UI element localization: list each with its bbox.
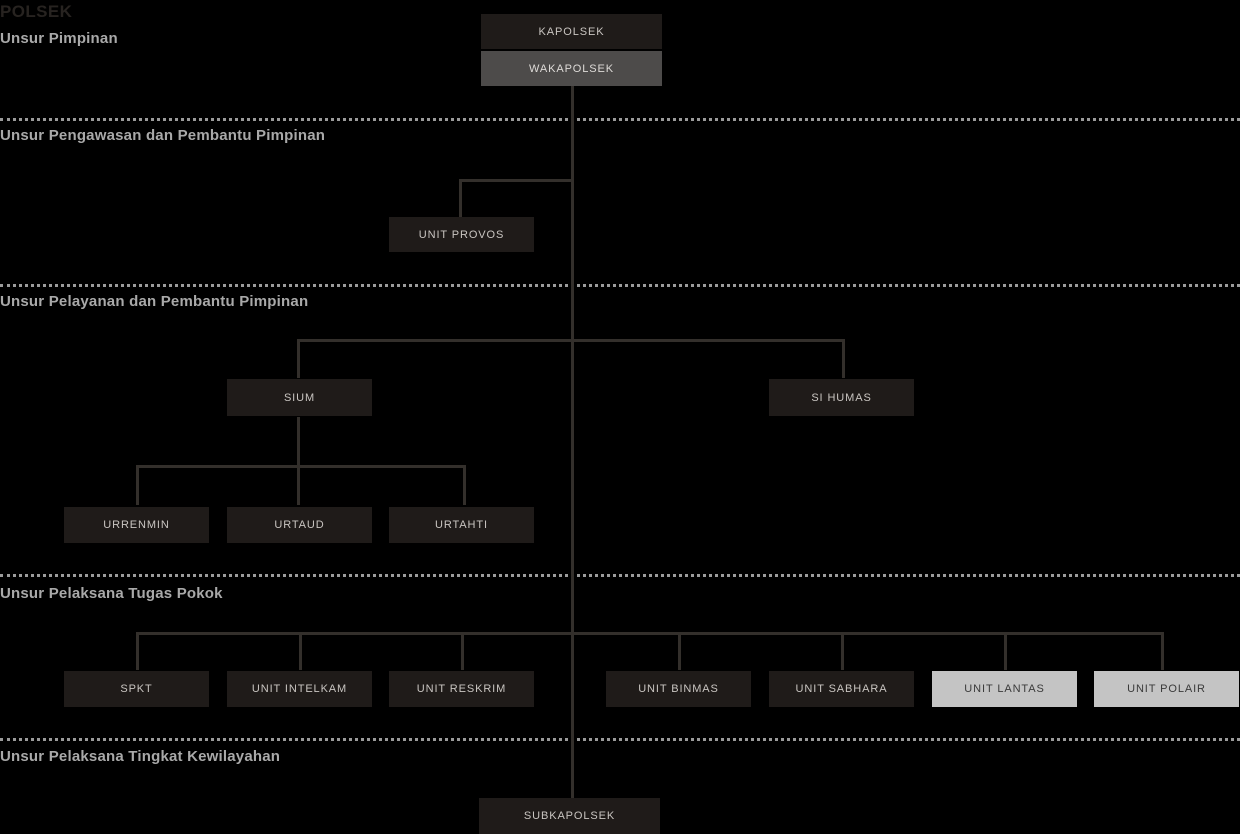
connector-sium-drop — [297, 339, 300, 378]
node-unit-sabhara[interactable]: UNIT SABHARA — [769, 671, 914, 707]
connector-polair-drop — [1161, 632, 1164, 670]
node-unit-sabhara-label: UNIT SABHARA — [795, 683, 888, 695]
node-urtahti[interactable]: URTAHTI — [389, 507, 534, 543]
node-sium-label: SIUM — [283, 391, 316, 404]
connector-lantas-drop — [1004, 632, 1007, 670]
connector-main-trunk — [571, 85, 574, 800]
node-si-humas-label: SI HUMAS — [811, 391, 872, 404]
connector-reskrim-drop — [461, 632, 464, 670]
node-unit-binmas[interactable]: UNIT BINMAS — [606, 671, 751, 707]
connector-provos-drop — [459, 179, 462, 217]
connector-sabhara-drop — [841, 632, 844, 670]
section-divider-3 — [0, 574, 1240, 577]
node-unit-provos-label: UNIT PROVOS — [418, 228, 505, 241]
connector-intelkam-drop — [299, 632, 302, 670]
connector-pelayanan-bus — [299, 339, 845, 342]
page-title: POLSEK — [0, 2, 73, 21]
connector-sihumas-drop — [842, 339, 845, 378]
connector-binmas-drop — [678, 632, 681, 670]
node-wakapolsek-label: WAKAPOLSEK — [528, 62, 614, 75]
connector-sium-children-bus — [137, 465, 466, 468]
node-unit-reskrim[interactable]: UNIT RESKRIM — [389, 671, 534, 707]
node-unit-polair-label: UNIT POLAIR — [1127, 683, 1206, 695]
node-urtahti-label: URTAHTI — [435, 519, 488, 531]
connector-pelaksana-bus — [137, 632, 1163, 635]
section-label-pimpinan: Unsur Pimpinan — [0, 30, 118, 47]
node-subkapolsek[interactable]: SUBKAPOLSEK — [479, 798, 660, 834]
node-spkt-label: SPKT — [120, 683, 153, 695]
node-unit-lantas-label: UNIT LANTAS — [964, 683, 1045, 695]
node-unit-polair[interactable]: UNIT POLAIR — [1094, 671, 1239, 707]
connector-sium-stem — [297, 417, 300, 465]
node-spkt[interactable]: SPKT — [64, 671, 209, 707]
section-divider-4 — [0, 738, 1240, 741]
node-unit-intelkam-label: UNIT INTELKAM — [251, 683, 348, 695]
connector-provos-horizontal — [461, 179, 574, 182]
node-unit-binmas-label: UNIT BINMAS — [638, 683, 719, 695]
node-unit-lantas[interactable]: UNIT LANTAS — [932, 671, 1077, 707]
section-divider-1 — [0, 118, 1240, 121]
node-urrenmin[interactable]: URRENMIN — [64, 507, 209, 543]
node-unit-intelkam[interactable]: UNIT INTELKAM — [227, 671, 372, 707]
node-sium[interactable]: SIUM — [227, 379, 372, 416]
node-wakapolsek[interactable]: WAKAPOLSEK — [481, 51, 662, 86]
node-kapolsek[interactable]: KAPOLSEK — [481, 14, 662, 49]
section-label-pelayanan: Unsur Pelayanan dan Pembantu Pimpinan — [0, 293, 309, 310]
node-kapolsek-label: KAPOLSEK — [538, 25, 605, 38]
connector-spkt-drop — [136, 632, 139, 670]
connector-urrenmin-drop — [136, 465, 139, 505]
node-subkapolsek-label: SUBKAPOLSEK — [523, 810, 616, 822]
section-label-pelaksana: Unsur Pelaksana Tugas Pokok — [0, 585, 223, 602]
node-urrenmin-label: URRENMIN — [103, 519, 170, 531]
node-urtaud-label: URTAUD — [274, 519, 325, 531]
connector-urtaud-drop — [297, 465, 300, 505]
node-si-humas[interactable]: SI HUMAS — [769, 379, 914, 416]
node-urtaud[interactable]: URTAUD — [227, 507, 372, 543]
section-label-pengawasan: Unsur Pengawasan dan Pembantu Pimpinan — [0, 127, 326, 144]
section-divider-2 — [0, 284, 1240, 287]
node-unit-provos[interactable]: UNIT PROVOS — [389, 217, 534, 252]
section-label-kewilayahan: Unsur Pelaksana Tingkat Kewilayahan — [0, 748, 281, 765]
node-unit-reskrim-label: UNIT RESKRIM — [416, 683, 507, 695]
connector-urtahti-drop — [463, 465, 466, 505]
